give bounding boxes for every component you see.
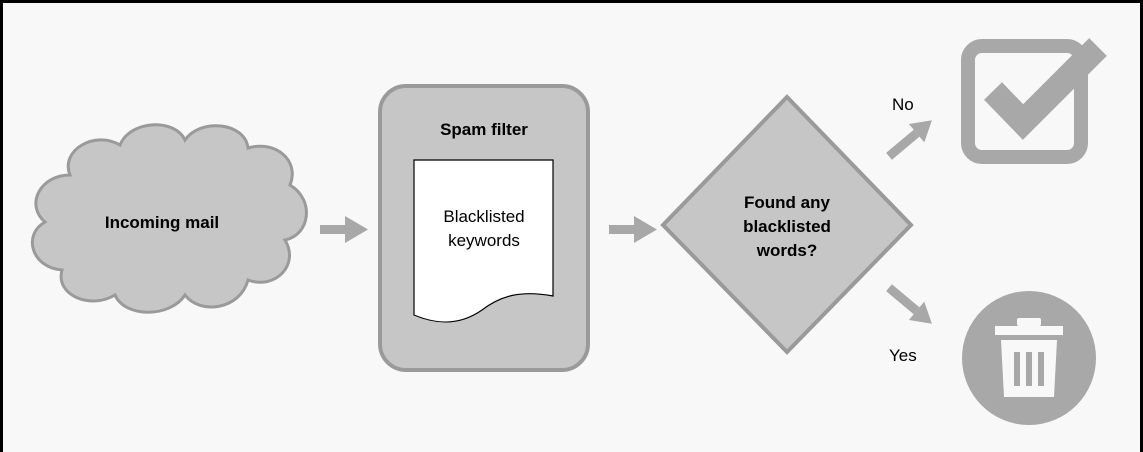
checkbox-checked-icon: [961, 38, 1107, 164]
arrow-filter-to-decision: [609, 216, 657, 243]
keywords-document: Blacklisted keywords: [413, 159, 554, 323]
document-line-2: keywords: [448, 231, 520, 250]
arrow-cloud-to-filter: [320, 216, 368, 243]
decision-line-1: Found any: [744, 193, 830, 212]
trash-icon: [962, 291, 1096, 425]
incoming-mail-cloud: Incoming mail: [30, 123, 308, 314]
cloud-shape: [30, 123, 308, 314]
no-label: No: [892, 95, 914, 114]
document-shape: [413, 159, 554, 323]
yes-branch: Yes: [886, 284, 932, 365]
decision-line-3: words?: [756, 241, 817, 260]
spam-filter-title: Spam filter: [440, 120, 528, 139]
document-line-1: Blacklisted: [443, 207, 524, 226]
no-branch: No: [886, 95, 932, 160]
decision-diamond: Found any blacklisted words?: [660, 94, 914, 355]
diamond-shape: [660, 94, 914, 355]
spam-filter-box: Spam filter Blacklisted keywords: [378, 84, 590, 372]
yes-label: Yes: [889, 346, 917, 365]
decision-line-2: blacklisted: [743, 217, 831, 236]
no-arrow: [886, 120, 932, 160]
yes-arrow: [886, 284, 932, 324]
incoming-mail-label: Incoming mail: [105, 213, 219, 232]
